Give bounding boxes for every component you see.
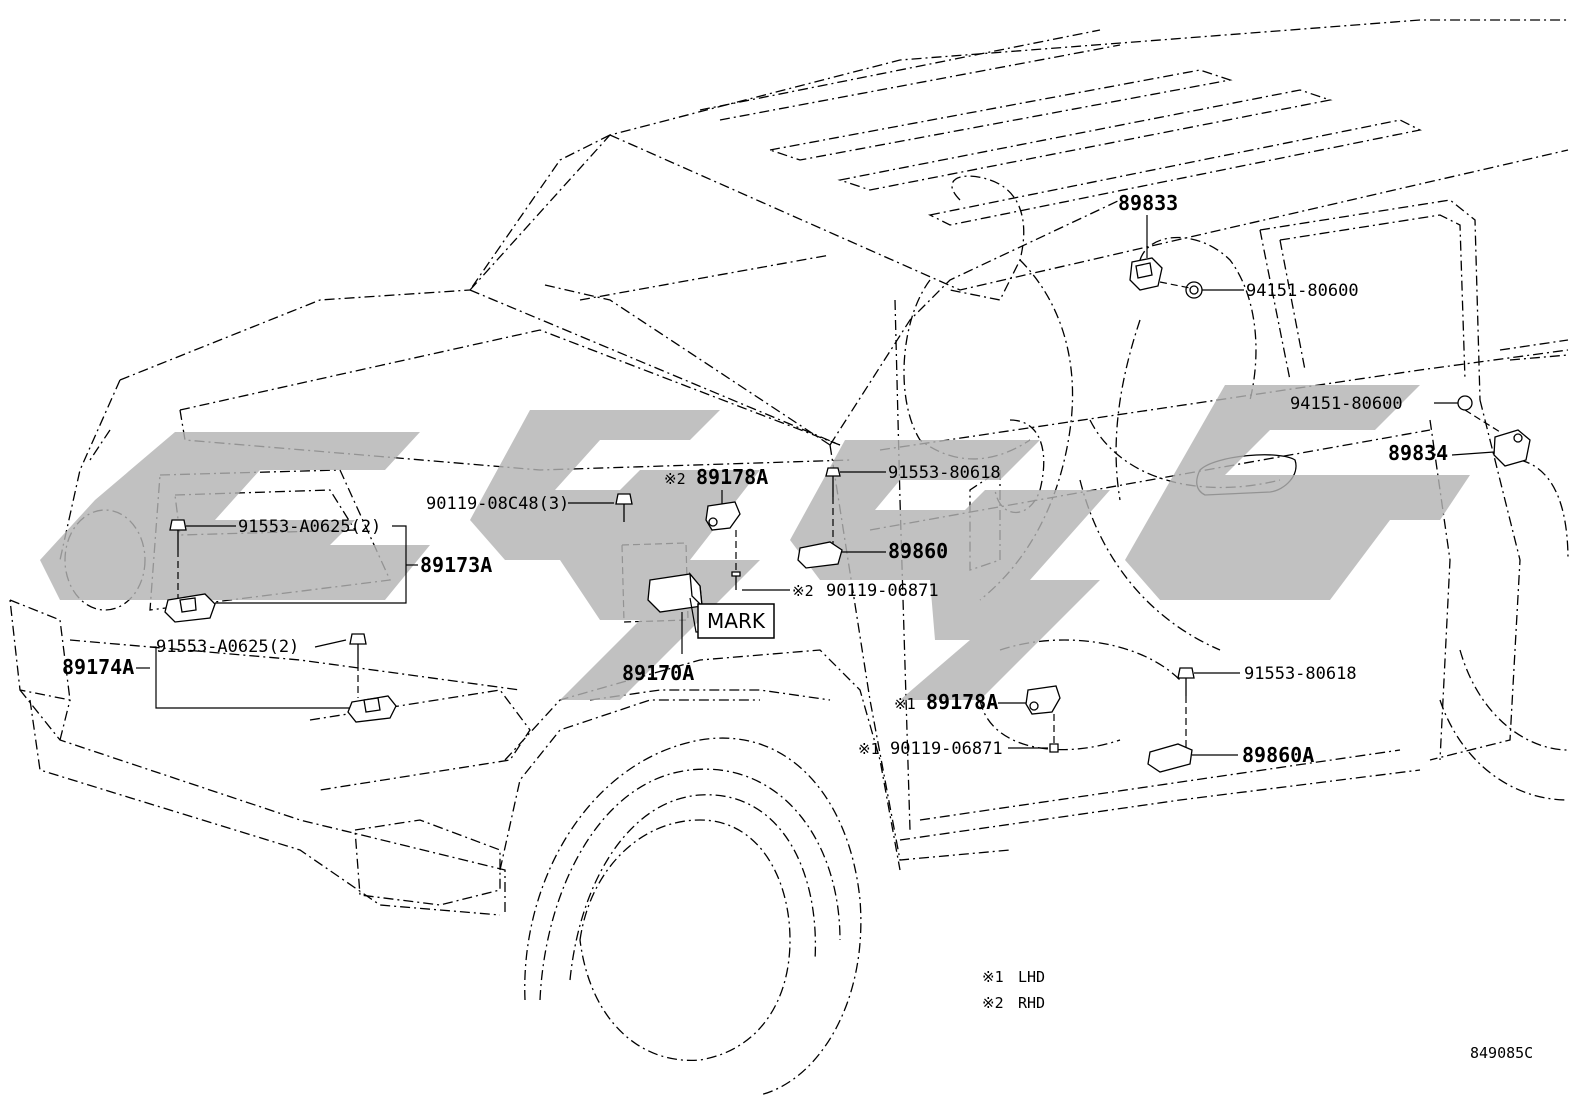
note-1-text: LHD (1018, 968, 1045, 986)
bolt-90119-06871-b (1049, 743, 1059, 753)
label-91553-a0625-upper: 91553-A0625(2) (238, 517, 381, 537)
part-89173A-sensor (164, 593, 216, 623)
label-89834: 89834 (1388, 441, 1448, 465)
label-91553-80618-upper: 91553-80618 (888, 463, 1001, 483)
label-89178A-lower: 89178A (926, 690, 998, 714)
label-89170A: 89170A (622, 661, 694, 685)
mark-label: MARK (707, 609, 766, 633)
label-90119-06871-upper-note: ※2 (792, 582, 814, 600)
watermark-graphic (40, 385, 1470, 700)
label-89173A: 89173A (420, 553, 492, 577)
label-94151-80600-upper: 94151-80600 (1246, 281, 1359, 301)
bolt-91553-a0625-a (169, 519, 187, 550)
label-89178A-upper-note: ※2 (664, 470, 686, 488)
bolt-90119-08c48 (615, 493, 633, 522)
label-91553-80618-lower: 91553-80618 (1244, 664, 1357, 684)
part-89834-sensor (1493, 429, 1531, 467)
label-90119-06871-lower: 90119-06871 (890, 739, 1003, 759)
label-89833: 89833 (1118, 191, 1178, 215)
part-labels: 89833 94151-80600 94151-80600 89834 9155… (62, 191, 1448, 767)
label-94151-80600-lower: 94151-80600 (1290, 394, 1403, 414)
diagram-id: 849085C (1470, 1044, 1533, 1062)
label-89860A: 89860A (1242, 743, 1314, 767)
bolt-91553-80618-b (1177, 667, 1195, 696)
nut-94151-b (1457, 395, 1473, 411)
leader-lines (136, 215, 1501, 756)
label-90119-06871-upper: 90119-06871 (826, 581, 939, 601)
part-89170A-ecu (647, 571, 703, 613)
label-91553-a0625-lower: 91553-A0625(2) (156, 637, 299, 657)
label-90119-08c48: 90119-08C48(3) (426, 494, 569, 514)
notes-legend: ※1 LHD ※2 RHD (982, 968, 1045, 1012)
label-89860: 89860 (888, 539, 948, 563)
bolt-90119-06871-a (731, 571, 741, 590)
part-89174A-sensor (347, 695, 397, 723)
note-2-symbol: ※2 (982, 994, 1004, 1012)
part-89860-sensor (797, 541, 843, 569)
part-89178A-top (705, 501, 741, 531)
note-1-symbol: ※1 (982, 968, 1004, 986)
mark-box: MARK (697, 603, 775, 639)
bolt-91553-80618-a (825, 467, 841, 497)
label-89174A: 89174A (62, 655, 134, 679)
note-2-text: RHD (1018, 994, 1045, 1012)
nut-94151-a (1185, 281, 1203, 299)
part-89833-sensor (1129, 257, 1163, 291)
part-89860A-sensor (1147, 743, 1193, 773)
label-89178A-upper: 89178A (696, 465, 768, 489)
part-89178A-bottom (1025, 685, 1061, 715)
label-89178A-lower-note: ※1 (894, 695, 916, 713)
label-90119-06871-lower-note: ※1 (858, 740, 880, 758)
bolt-91553-a0625-b (349, 633, 367, 664)
